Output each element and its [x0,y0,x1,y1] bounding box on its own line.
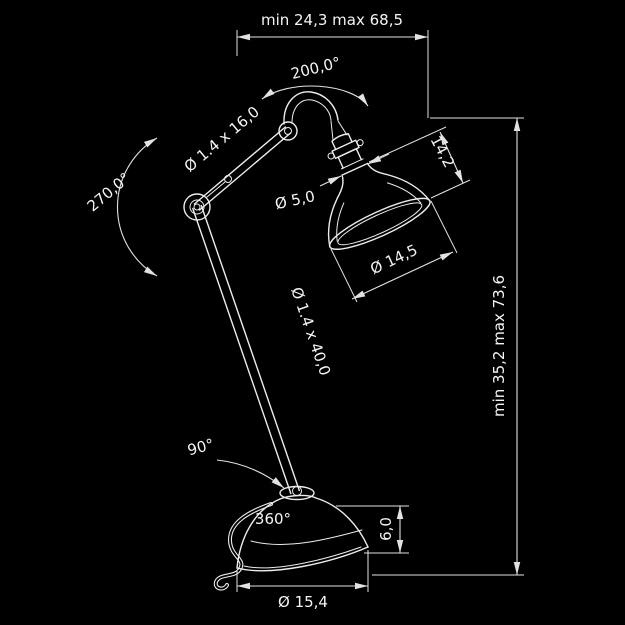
base-contour [250,529,363,545]
dim-top-width: min 24,3 max 68,5 [236,11,429,118]
dim-lower-arm-label: Ø 1.4 x 40,0 [287,285,334,378]
dim-height-label: min 35,2 max 73,6 [490,275,508,417]
dim-base-swivel-label: 360° [255,510,291,528]
lamp-base [236,485,369,572]
shade-neck-ring [340,158,364,170]
dim-head-rotation: 200,0° [261,53,369,107]
dim-upper-arm: Ø 1.4 x 16,0 [181,103,263,176]
dim-shade-opening-ext-right [430,200,458,254]
dim-base-height: 6,0 [336,505,409,554]
head-hook-inner [291,99,332,124]
dim-elbow-rotation-arc [117,137,158,277]
dim-shade-height-ext-top [368,126,447,163]
dim-shade-opening-label: Ø 14,5 [367,241,420,278]
lower-arm [192,204,300,495]
base-pivot [292,486,302,496]
shade-rim-inner [337,202,423,246]
dim-shade-opening-line [351,251,454,300]
dim-base-diameter: Ø 15,4 [236,550,369,611]
dim-shade-hole-label: Ø 5,0 [273,187,316,213]
dim-base-swivel: 360° [255,510,291,528]
dim-shade-opening: Ø 14,5 [330,200,458,303]
dim-elbow-rotation-label: 270,0° [84,169,134,215]
dim-shade-hole: Ø 5,0 [273,153,390,213]
elbow-outer-ring [183,193,211,221]
dim-base-tilt-leader [216,459,285,489]
socket-screw-right [356,139,364,147]
dim-base-tilt-label: 90° [186,435,216,459]
dim-total-height: min 35,2 max 73,6 [372,117,524,576]
dim-base-tilt: 90° [186,435,285,489]
head-pivot-axle [284,127,292,135]
dim-shade-height-ext-bottom [430,179,471,199]
upper-arm [193,126,292,211]
lower-arm-edge-left [192,207,292,495]
upper-arm-edge-bottom [198,132,292,211]
dim-base-diameter-label: Ø 15,4 [278,593,328,611]
dim-shade-hole-arrow-left [319,175,342,187]
elbow-lever [206,181,226,198]
socket-cap [331,133,353,151]
head-pivot-ring [278,121,298,141]
lamp-head [278,91,348,141]
dim-head-rotation-label: 200,0° [289,53,342,83]
dim-shade-height: 14,2 [368,126,471,199]
dim-shade-height-line [439,131,464,184]
shade-bell-left [327,174,344,248]
shade-rim-outer [328,197,431,250]
socket-screw-left [327,152,335,160]
dim-shade-hole-arrow-right [367,153,390,165]
shade-bell-right [366,162,431,202]
dim-top-width-label: min 24,3 max 68,5 [261,11,403,29]
lower-arm-edge-right [200,204,300,492]
elbow-lever-knob [224,175,232,183]
dim-shade-height-label: 14,2 [427,133,459,171]
dim-elbow-rotation: 270,0° [84,137,158,277]
dim-lower-arm: Ø 1.4 x 40,0 [287,285,334,378]
base-collar [279,485,315,501]
upper-arm-edge-top [193,126,287,205]
dim-head-rotation-arc [261,85,369,107]
shade-apex-line [341,162,369,176]
base-bottom-inner [243,546,362,569]
shade-inner-cone [336,182,422,242]
base-bottom-edge [236,546,369,572]
lamp-shade [327,133,431,250]
dim-base-height-label: 6,0 [377,517,395,541]
head-hook-clamp [330,120,348,141]
elbow-joint [183,175,232,221]
dim-shade-opening-ext-left [330,248,358,303]
dim-upper-arm-label: Ø 1.4 x 16,0 [181,103,263,176]
elbow-axle [193,203,201,211]
